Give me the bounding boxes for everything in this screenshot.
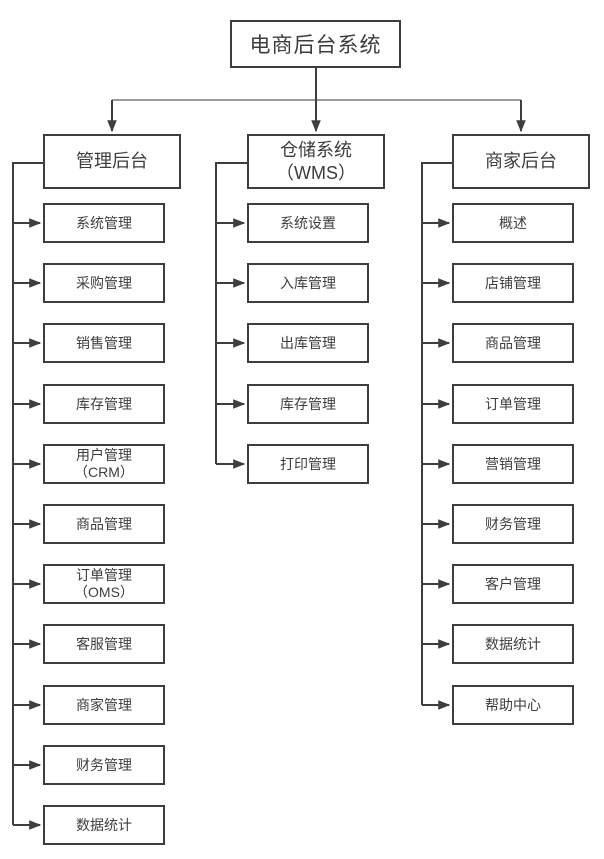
node-order-management-merchant: 订单管理 bbox=[452, 384, 574, 424]
wms-branch-connector bbox=[215, 162, 247, 469]
node-label: 打印管理 bbox=[280, 455, 336, 472]
node-root-label: 电商后台系统 bbox=[249, 34, 382, 57]
node-label: 营销管理 bbox=[485, 455, 541, 472]
node-product-management-admin: 商品管理 bbox=[43, 504, 165, 544]
node-label: 财务管理 bbox=[76, 756, 132, 773]
node-root: 电商后台系统 bbox=[230, 20, 401, 68]
node-product-management-merchant: 商品管理 bbox=[452, 323, 574, 363]
node-data-statistics-merchant: 数据统计 bbox=[452, 624, 574, 664]
node-label: 客服管理 bbox=[76, 635, 132, 652]
node-user-management-crm: 用户管理 （CRM） bbox=[43, 444, 165, 484]
node-label: 出库管理 bbox=[280, 334, 336, 351]
node-inbound-management: 入库管理 bbox=[247, 263, 369, 303]
node-customer-management: 客户管理 bbox=[452, 564, 574, 604]
node-label: 商品管理 bbox=[76, 515, 132, 532]
node-label: 采购管理 bbox=[76, 274, 132, 291]
node-label: 概述 bbox=[499, 214, 527, 231]
node-customer-service-management: 客服管理 bbox=[43, 624, 165, 664]
node-label: 数据统计 bbox=[485, 635, 541, 652]
node-label: 订单管理 bbox=[76, 567, 132, 583]
node-label-line2: （OMS） bbox=[74, 584, 134, 600]
node-inventory-management-wms: 库存管理 bbox=[247, 384, 369, 424]
node-label: 系统设置 bbox=[280, 214, 336, 231]
node-label: 管理后台 bbox=[76, 151, 148, 171]
node-label: 销售管理 bbox=[76, 334, 132, 351]
node-finance-management-admin: 财务管理 bbox=[43, 745, 165, 785]
node-store-management: 店铺管理 bbox=[452, 263, 574, 303]
node-admin-backend: 管理后台 bbox=[43, 134, 181, 189]
node-label: 库存管理 bbox=[280, 395, 336, 412]
node-merchant-management: 商家管理 bbox=[43, 685, 165, 725]
node-label: 仓储系统 bbox=[280, 139, 352, 160]
node-outbound-management: 出库管理 bbox=[247, 323, 369, 363]
node-label: 用户管理 bbox=[76, 447, 132, 463]
node-procurement-management: 采购管理 bbox=[43, 263, 165, 303]
node-overview: 概述 bbox=[452, 203, 574, 243]
node-label: 入库管理 bbox=[280, 274, 336, 291]
node-finance-management-merchant: 财务管理 bbox=[452, 504, 574, 544]
node-label: 财务管理 bbox=[485, 515, 541, 532]
node-label: 商家管理 bbox=[76, 696, 132, 713]
node-sales-management: 销售管理 bbox=[43, 323, 165, 363]
node-label: 店铺管理 bbox=[485, 274, 541, 291]
node-inventory-management-admin: 库存管理 bbox=[43, 384, 165, 424]
admin-branch-connector bbox=[12, 162, 43, 830]
node-label: 系统管理 bbox=[76, 214, 132, 231]
node-print-management: 打印管理 bbox=[247, 444, 369, 484]
node-system-settings: 系统设置 bbox=[247, 203, 369, 243]
node-warehouse-system: 仓储系统 （WMS） bbox=[247, 134, 385, 189]
node-data-statistics-admin: 数据统计 bbox=[43, 805, 165, 845]
node-marketing-management: 营销管理 bbox=[452, 444, 574, 484]
merchant-branch-connector bbox=[421, 162, 452, 710]
node-label: 数据统计 bbox=[76, 816, 132, 833]
node-merchant-backend: 商家后台 bbox=[452, 134, 590, 189]
root-connector bbox=[107, 68, 526, 133]
node-label: 商品管理 bbox=[485, 334, 541, 351]
node-label: 库存管理 bbox=[76, 395, 132, 412]
node-label: 商家后台 bbox=[485, 151, 557, 171]
node-label: 订单管理 bbox=[485, 395, 541, 412]
node-label: 帮助中心 bbox=[485, 696, 541, 713]
node-help-center: 帮助中心 bbox=[452, 685, 574, 725]
node-label-line2: （WMS） bbox=[276, 162, 356, 183]
node-label: 客户管理 bbox=[485, 575, 541, 592]
node-system-management: 系统管理 bbox=[43, 203, 165, 243]
node-label-line2: （CRM） bbox=[74, 464, 134, 480]
node-order-management-oms: 订单管理 （OMS） bbox=[43, 564, 165, 604]
